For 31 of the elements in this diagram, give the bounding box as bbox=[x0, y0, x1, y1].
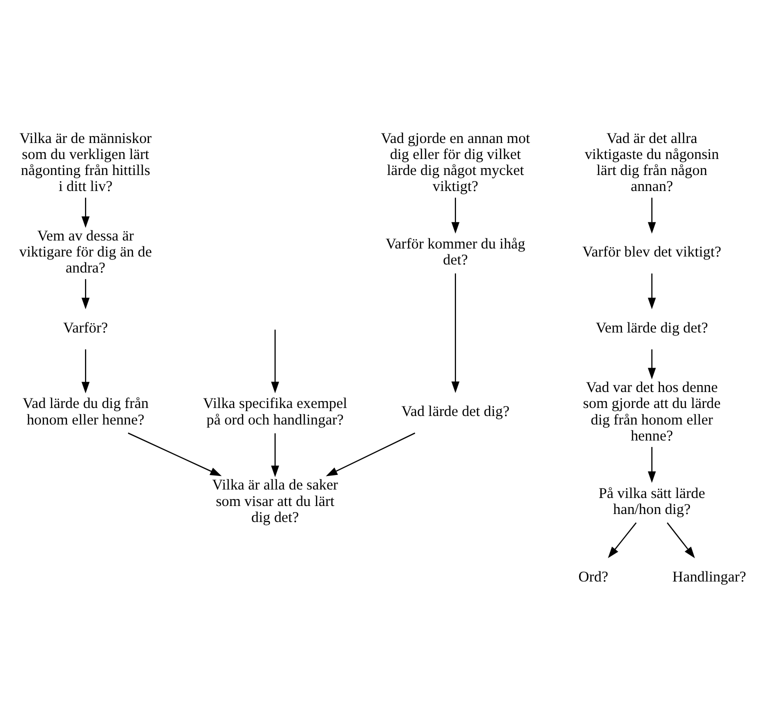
arrow bbox=[648, 446, 656, 483]
node-text: Varför blev det viktigt? bbox=[582, 244, 722, 261]
node-text: Varför kommer du ihåg det? bbox=[386, 236, 526, 269]
arrow bbox=[271, 330, 280, 394]
arrow bbox=[271, 433, 280, 478]
node-text: Vad är det allra viktigaste du någonsin lärt dig från någon annan? bbox=[584, 130, 720, 196]
node-text: Vad var det hos denne som gjorde att du lärde dig från honom eller henne? bbox=[583, 380, 721, 444]
node-text: På vilka sätt lärde han/hon dig? bbox=[598, 486, 706, 518]
node-text: Vilka är de människor som du verkligen lärt någonting från hittills i ditt liv? bbox=[20, 130, 152, 196]
arrow bbox=[648, 198, 656, 234]
node-text: Vad lärde det dig? bbox=[401, 404, 510, 420]
arrow bbox=[326, 432, 416, 476]
node-text: Vilka specifika exempel på ord och handlingar? bbox=[203, 396, 348, 428]
arrow bbox=[82, 349, 90, 394]
node-text: Varför? bbox=[63, 320, 108, 336]
arrow bbox=[648, 349, 656, 380]
arrow bbox=[666, 522, 695, 558]
node-text: Vem av dessa är viktigare för dig än de andra? bbox=[19, 228, 152, 277]
node-text: Vem lärde dig det? bbox=[596, 320, 708, 336]
arrow bbox=[608, 522, 637, 558]
arrow bbox=[82, 198, 90, 228]
arrow bbox=[128, 432, 222, 476]
node-text: Vad lärde du dig från honom eller henne? bbox=[22, 396, 149, 428]
arrow bbox=[648, 274, 656, 310]
node-text: Vilka är alla de saker som visar att du lärt dig det? bbox=[212, 478, 338, 526]
arrow bbox=[451, 273, 460, 394]
node-text: Vad gjorde en annan mot dig eller för dig vilket lärde dig något mycket viktigt? bbox=[380, 130, 530, 196]
node-text: Handlingar? bbox=[672, 570, 746, 586]
arrow bbox=[451, 198, 460, 234]
arrow bbox=[82, 279, 90, 310]
node-text: Ord? bbox=[578, 570, 608, 586]
